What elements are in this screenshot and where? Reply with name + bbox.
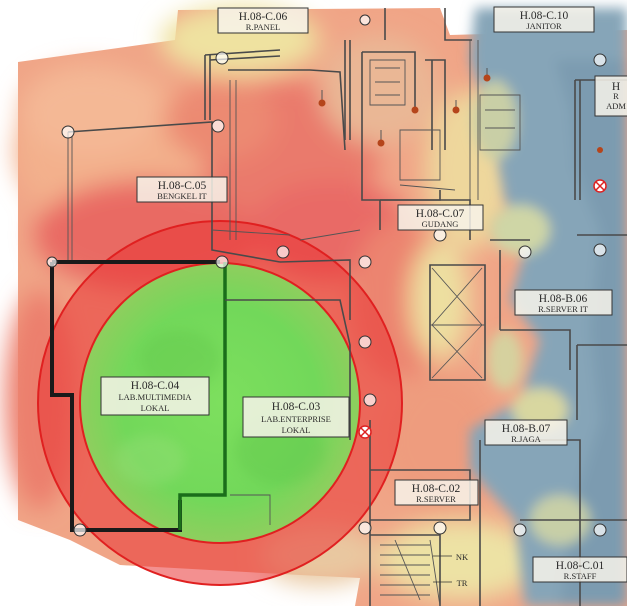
svg-text:H.08-C.06: H.08-C.06: [239, 11, 288, 23]
svg-text:ADM: ADM: [606, 101, 626, 111]
svg-text:LAB.MULTIMEDIA: LAB.MULTIMEDIA: [118, 392, 192, 402]
room-label-b07: H.08-B.07 R.JAGA: [484, 419, 568, 446]
svg-text:H.08-C.02: H.08-C.02: [412, 483, 461, 495]
svg-text:H.08-B.06: H.08-B.06: [539, 293, 588, 305]
svg-text:R.JAGA: R.JAGA: [511, 434, 541, 444]
lamp-markers: [318, 68, 603, 153]
room-label-b06: H.08-B.06 R.SERVER IT: [514, 289, 613, 316]
room-label-c02: H.08-C.02 R.SERVER: [394, 479, 479, 506]
room-labels: H.08-C.06 R.PANEL H.08-C.10 JANITOR H R …: [100, 6, 627, 588]
svg-text:GUDANG: GUDANG: [422, 219, 459, 229]
svg-text:TR: TR: [457, 578, 468, 588]
svg-text:H.08-C.07: H.08-C.07: [416, 208, 465, 220]
access-point-markers: [358, 179, 607, 439]
svg-text:BENGKEL IT: BENGKEL IT: [157, 191, 207, 201]
room-label-c03: H.08-C.03 LAB.ENTERPRISE LOKAL: [242, 396, 350, 438]
svg-text:H: H: [612, 81, 620, 93]
svg-text:JANITOR: JANITOR: [526, 21, 562, 31]
svg-text:H.08-C.10: H.08-C.10: [520, 10, 569, 22]
room-label-adm: H R ADM: [594, 75, 627, 117]
svg-text:LOKAL: LOKAL: [141, 403, 170, 413]
svg-text:NK: NK: [456, 552, 469, 562]
room-label-c06: H.08-C.06 R.PANEL: [217, 7, 309, 34]
svg-text:LOKAL: LOKAL: [282, 425, 311, 435]
svg-text:H.08-B.07: H.08-B.07: [502, 423, 551, 435]
svg-text:H.08-C.01: H.08-C.01: [556, 560, 605, 572]
svg-text:R.PANEL: R.PANEL: [246, 22, 280, 32]
room-label-c05: H.08-C.05 BENGKEL IT: [136, 176, 228, 203]
room-label-c01: H.08-C.01 R.STAFF: [532, 556, 627, 583]
access-point-icon[interactable]: [358, 425, 372, 439]
svg-text:H.08-C.05: H.08-C.05: [158, 180, 207, 192]
svg-text:H.08-C.03: H.08-C.03: [272, 401, 321, 413]
access-point-icon[interactable]: [593, 179, 607, 193]
ap-coverage-zone: [37, 220, 403, 586]
structural-columns: [46, 14, 607, 537]
svg-text:H.08-C.04: H.08-C.04: [131, 380, 180, 392]
room-label-c04: H.08-C.04 LAB.MULTIMEDIA LOKAL: [100, 376, 210, 416]
room-label-c07: H.08-C.07 GUDANG: [397, 204, 484, 231]
svg-text:R: R: [613, 91, 619, 101]
svg-text:LAB.ENTERPRISE: LAB.ENTERPRISE: [261, 414, 331, 424]
svg-text:R.SERVER IT: R.SERVER IT: [538, 304, 589, 314]
stair-labels: NK TR: [433, 552, 469, 588]
room-label-c10: H.08-C.10 JANITOR: [493, 6, 595, 33]
svg-text:R.STAFF: R.STAFF: [564, 571, 597, 581]
svg-text:R.SERVER: R.SERVER: [416, 494, 456, 504]
